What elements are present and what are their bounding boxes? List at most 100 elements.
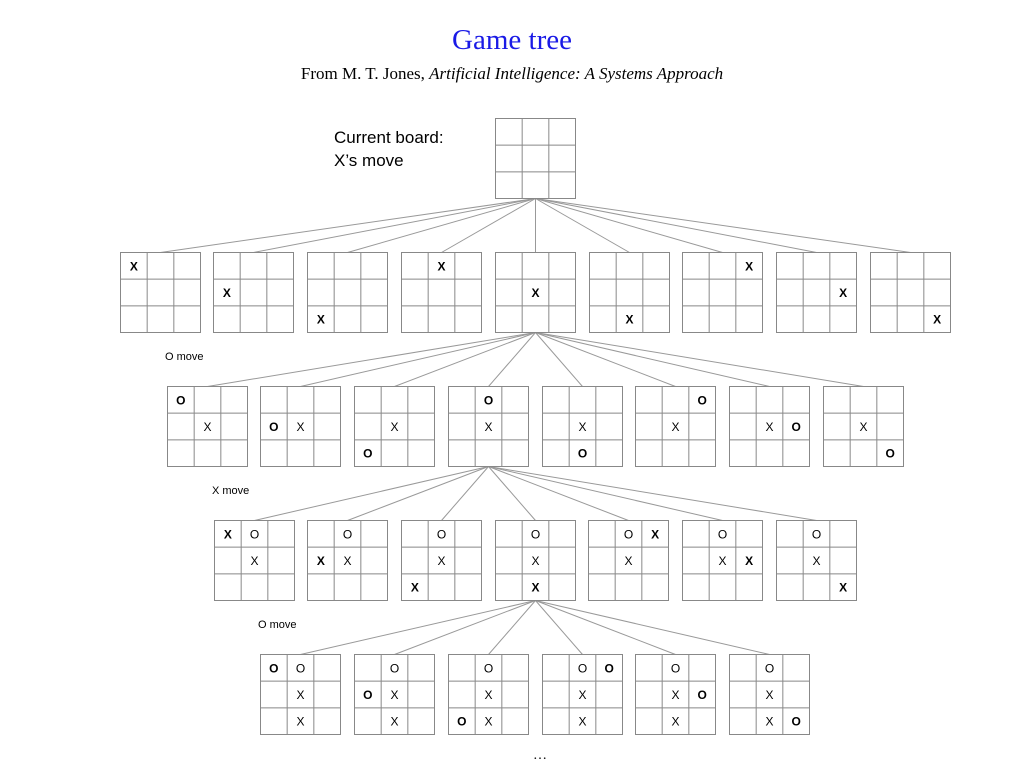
tree-edge bbox=[441, 198, 536, 253]
tree-edge bbox=[535, 332, 583, 387]
board-frame bbox=[307, 252, 388, 333]
tree-edge bbox=[207, 332, 536, 387]
slide-subtitle: From M. T. Jones, Artificial Intelligenc… bbox=[0, 63, 1024, 85]
existing-mark: O bbox=[484, 661, 493, 675]
tree-edge bbox=[488, 600, 536, 655]
current-board-label: Current board: X’s move bbox=[334, 126, 444, 172]
existing-mark: X bbox=[765, 688, 773, 702]
existing-mark: X bbox=[812, 554, 820, 568]
new-move-mark: X bbox=[933, 313, 941, 327]
board-level-1-8: X bbox=[776, 252, 857, 333]
existing-mark: X bbox=[624, 554, 632, 568]
existing-mark: X bbox=[390, 688, 398, 702]
board-level-1-9: X bbox=[870, 252, 951, 333]
tree-edge bbox=[253, 198, 536, 253]
tree-edge bbox=[535, 198, 630, 253]
board-frame bbox=[260, 654, 341, 735]
tree-edge bbox=[488, 332, 536, 387]
tree-edge bbox=[347, 198, 536, 253]
board-frame bbox=[495, 118, 576, 199]
existing-mark: O bbox=[531, 527, 540, 541]
subtitle-author: From M. T. Jones, bbox=[300, 64, 430, 83]
new-move-mark: O bbox=[791, 420, 800, 434]
level-label-o-move-2: O move bbox=[258, 619, 297, 631]
new-move-mark: O bbox=[578, 447, 587, 461]
board-level-3-7: OXX bbox=[776, 520, 857, 601]
new-move-mark: X bbox=[839, 286, 847, 300]
new-move-mark: O bbox=[363, 688, 372, 702]
existing-mark: X bbox=[578, 420, 586, 434]
tree-edge bbox=[535, 332, 676, 387]
existing-mark: O bbox=[296, 661, 305, 675]
board-frame bbox=[542, 386, 623, 467]
board-frame bbox=[776, 252, 857, 333]
existing-mark: O bbox=[765, 661, 774, 675]
new-move-mark: X bbox=[745, 554, 753, 568]
existing-mark: X bbox=[203, 420, 211, 434]
existing-mark: X bbox=[671, 688, 679, 702]
board-level-1-2: X bbox=[213, 252, 294, 333]
board-level-3-4: OXX bbox=[495, 520, 576, 601]
board-frame bbox=[589, 252, 670, 333]
new-move-mark: O bbox=[176, 393, 185, 407]
slide-title: Game tree bbox=[452, 24, 572, 56]
tree-edge bbox=[300, 600, 536, 655]
board-frame bbox=[167, 386, 248, 467]
existing-mark: X bbox=[343, 554, 351, 568]
tree-edge bbox=[535, 332, 864, 387]
tree-edge bbox=[535, 600, 676, 655]
board-level-1-1: X bbox=[120, 252, 201, 333]
new-move-mark: O bbox=[885, 447, 894, 461]
existing-mark: O bbox=[624, 527, 633, 541]
tree-edge bbox=[535, 198, 817, 253]
board-level-1-7: X bbox=[682, 252, 763, 333]
new-move-mark: X bbox=[625, 313, 633, 327]
existing-mark: X bbox=[718, 554, 726, 568]
current-board-label-line-2: X’s move bbox=[334, 151, 404, 170]
board-frame bbox=[495, 252, 576, 333]
tree-edge bbox=[394, 600, 536, 655]
new-move-mark: X bbox=[130, 259, 138, 273]
board-frame bbox=[823, 386, 904, 467]
new-move-mark: X bbox=[224, 527, 232, 541]
existing-mark: O bbox=[718, 527, 727, 541]
tree-edge bbox=[441, 466, 489, 521]
new-move-mark: O bbox=[484, 393, 493, 407]
new-move-mark: X bbox=[411, 581, 419, 595]
existing-mark: X bbox=[390, 420, 398, 434]
board-level-1-6: X bbox=[589, 252, 670, 333]
board-frame bbox=[448, 386, 529, 467]
existing-mark: O bbox=[250, 527, 259, 541]
board-frame bbox=[776, 520, 857, 601]
board-frame bbox=[682, 252, 763, 333]
board-level-2-3: XO bbox=[354, 386, 435, 467]
new-move-mark: O bbox=[697, 688, 706, 702]
tree-edge bbox=[488, 466, 723, 521]
board-frame bbox=[354, 386, 435, 467]
new-move-mark: O bbox=[697, 393, 706, 407]
board-frame bbox=[401, 252, 482, 333]
existing-mark: X bbox=[437, 554, 445, 568]
tree-edge bbox=[160, 198, 536, 253]
board-level-1-3: X bbox=[307, 252, 388, 333]
new-move-mark: X bbox=[745, 259, 753, 273]
subtitle-book-title: Artificial Intelligence: A Systems Appro… bbox=[429, 64, 724, 83]
new-move-mark: O bbox=[269, 420, 278, 434]
tree-edge bbox=[300, 332, 536, 387]
level-label-x-move: X move bbox=[212, 485, 250, 497]
existing-mark: X bbox=[296, 420, 304, 434]
tree-edge bbox=[394, 332, 536, 387]
new-move-mark: X bbox=[437, 259, 445, 273]
tree-edge bbox=[254, 466, 489, 521]
existing-mark: O bbox=[671, 661, 680, 675]
existing-mark: X bbox=[765, 715, 773, 729]
tree-edge bbox=[347, 466, 489, 521]
tree-edges bbox=[160, 198, 911, 655]
